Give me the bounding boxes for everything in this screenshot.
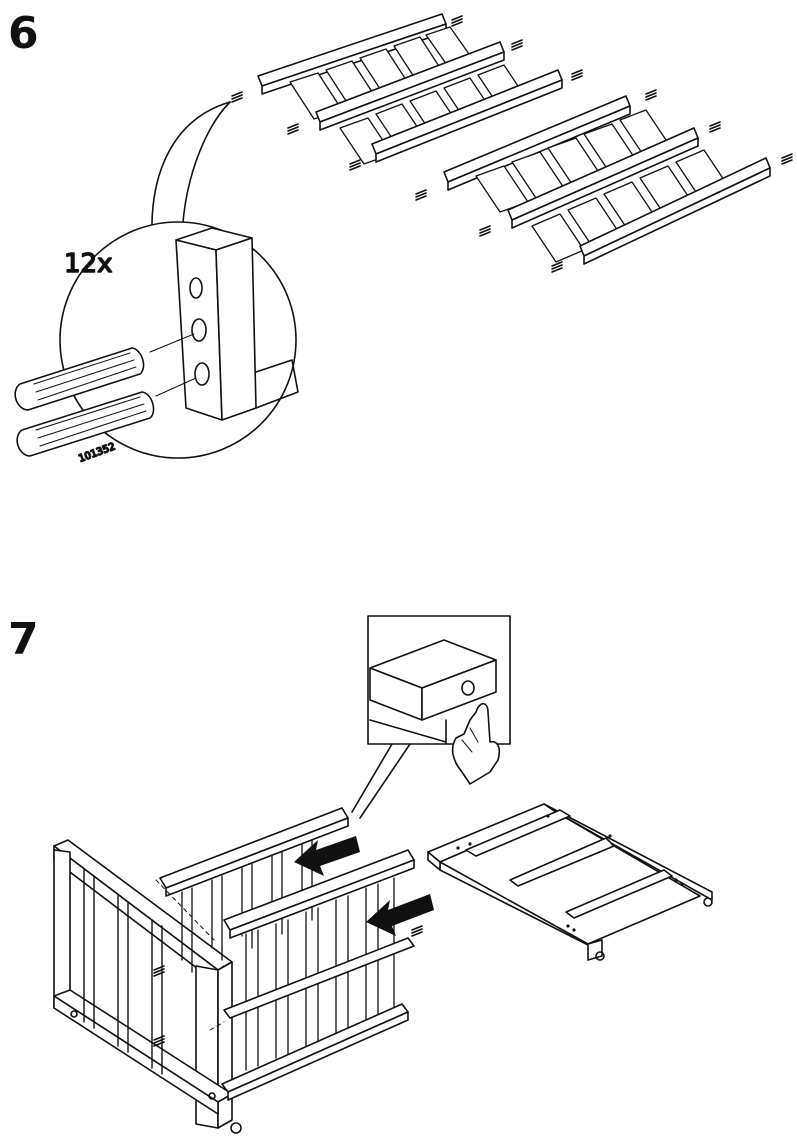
dowel-detail-callout: [60, 102, 298, 458]
quantity-label: 12x: [64, 249, 112, 279]
side-panel-front: [154, 850, 422, 1100]
end-frame: [54, 840, 241, 1133]
end-frame-flat: [428, 804, 712, 960]
part-number: 101352: [77, 441, 117, 464]
